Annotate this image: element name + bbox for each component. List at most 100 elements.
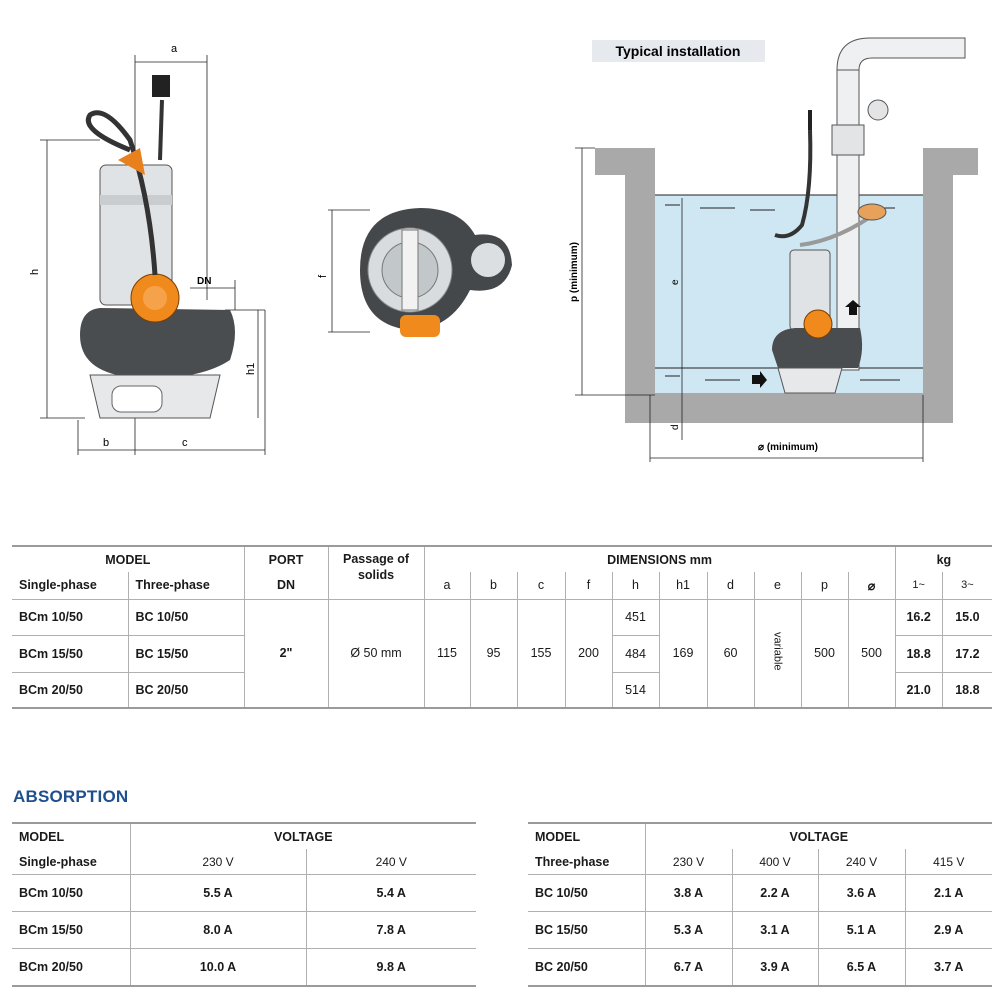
weight-single: 18.8	[894, 634, 943, 672]
table-row: BC 20/50 6.7 A 3.9 A 6.5 A 3.7 A	[528, 948, 993, 986]
table-row: BCm 10/50 5.5 A 5.4 A	[12, 874, 477, 912]
current-value: 6.7 A	[644, 948, 732, 986]
dim-h: 451	[611, 598, 660, 635]
header-col-a: a	[423, 572, 471, 599]
header-voltage-value: 230 V	[644, 849, 732, 875]
current-value: 3.9 A	[731, 948, 818, 986]
absorption-three-phase-table: MODEL VOLTAGE Three-phase 230 V 400 V 24…	[528, 822, 993, 987]
current-value: 10.0 A	[129, 948, 306, 986]
model-name: BCm 10/50	[12, 874, 130, 912]
model-name: BC 20/50	[528, 948, 645, 986]
dim-label-f: f	[317, 274, 329, 278]
table-row: BC 10/50 3.8 A 2.2 A 3.6 A 2.1 A	[528, 874, 993, 912]
dim-label-p: p (minimum)	[569, 242, 580, 302]
header-col-h: h	[611, 572, 660, 599]
header-voltage: VOLTAGE	[644, 823, 993, 849]
header-col-p: p	[800, 572, 849, 599]
passage-value: Ø 50 mm	[327, 598, 425, 708]
current-value: 6.5 A	[817, 948, 905, 986]
current-value: 5.4 A	[305, 874, 477, 912]
header-kg-three: 3~	[941, 572, 993, 599]
current-value: 2.2 A	[731, 874, 818, 912]
model-single: BCm 20/50	[12, 671, 128, 708]
dim-e: variable	[771, 632, 784, 672]
installation-drawing: Typical installation p (minimum) e d ⌀ (…	[569, 37, 978, 462]
header-voltage-value: 415 V	[904, 849, 993, 875]
dim-label-dn: DN	[197, 276, 211, 287]
model-name: BCm 15/50	[12, 911, 130, 949]
header-col-h1: h1	[658, 572, 708, 599]
header-col-diameter: ⌀	[847, 572, 896, 599]
header-voltage-value: 400 V	[731, 849, 818, 875]
table-row: BCm 20/50 BC 20/50 514 21.0 18.8	[12, 671, 993, 708]
header-dimensions: DIMENSIONS mm	[423, 546, 896, 572]
model-name: BC 10/50	[528, 874, 645, 912]
table-row: BCm 20/50 10.0 A 9.8 A	[12, 948, 477, 986]
dim-label-h: h	[29, 269, 41, 275]
model-single: BCm 10/50	[12, 598, 128, 635]
current-value: 7.8 A	[305, 911, 477, 949]
dim-diameter: 500	[847, 598, 896, 708]
header-col-f: f	[564, 572, 613, 599]
current-value: 9.8 A	[305, 948, 477, 986]
header-kg: kg	[894, 546, 993, 572]
dim-label-h1: h1	[245, 363, 257, 375]
current-value: 5.1 A	[817, 911, 905, 949]
header-col-c: c	[516, 572, 566, 599]
header-port: PORT	[243, 546, 329, 572]
dim-label-a: a	[171, 43, 178, 55]
table-row: BC 15/50 5.3 A 3.1 A 5.1 A 2.9 A	[528, 911, 993, 949]
current-value: 3.8 A	[644, 874, 732, 912]
table-row: BCm 15/50 8.0 A 7.8 A	[12, 911, 477, 949]
dim-label-b: b	[103, 437, 109, 449]
weight-single: 16.2	[894, 598, 943, 635]
current-value: 2.9 A	[904, 911, 993, 949]
dim-p: 500	[800, 598, 849, 708]
model-name: BC 15/50	[528, 911, 645, 949]
current-value: 5.5 A	[129, 874, 306, 912]
header-voltage: VOLTAGE	[129, 823, 477, 849]
header-port-dn: DN	[243, 572, 329, 599]
current-value: 2.1 A	[904, 874, 993, 912]
weight-single: 21.0	[894, 671, 943, 708]
absorption-title: ABSORPTION	[13, 787, 129, 806]
absorption-single-phase-table: MODEL VOLTAGE Single-phase 230 V 240 V B…	[12, 822, 477, 987]
dim-a: 115	[423, 598, 471, 708]
table-row: BCm 15/50 BC 15/50 484 18.8 17.2	[12, 634, 993, 672]
model-name: BCm 20/50	[12, 948, 130, 986]
header-kg-single: 1~	[894, 572, 943, 599]
header-passage: Passage of solids	[327, 546, 425, 599]
header-model: MODEL	[19, 829, 65, 844]
dim-f: 200	[564, 598, 613, 708]
dim-label-width: ⌀ (minimum)	[758, 442, 818, 453]
model-three: BC 10/50	[127, 598, 245, 635]
header-three-phase: Three-phase	[127, 572, 245, 599]
model-three: BC 20/50	[127, 671, 245, 708]
dim-b: 95	[469, 598, 518, 708]
dim-d: 60	[706, 598, 755, 708]
current-value: 5.3 A	[644, 911, 732, 949]
header-phase: Single-phase	[19, 854, 97, 869]
dim-c: 155	[516, 598, 566, 708]
dim-h1: 169	[658, 598, 708, 708]
installation-title: Typical installation	[616, 43, 741, 59]
header-model: MODEL	[105, 552, 151, 567]
weight-three: 17.2	[941, 634, 993, 672]
current-value: 3.1 A	[731, 911, 818, 949]
dim-label-e: e	[670, 279, 681, 285]
current-value: 3.6 A	[817, 874, 905, 912]
current-value: 8.0 A	[129, 911, 306, 949]
dim-h: 514	[611, 671, 660, 708]
model-three: BC 15/50	[127, 634, 245, 672]
dim-label-c: c	[182, 437, 188, 449]
header-single-phase: Single-phase	[19, 578, 97, 593]
header-phase: Three-phase	[535, 854, 610, 869]
port-value: 2"	[243, 598, 329, 708]
current-value: 3.7 A	[904, 948, 993, 986]
header-col-b: b	[469, 572, 518, 599]
header-voltage-value: 240 V	[305, 849, 477, 875]
header-col-e: e	[753, 572, 802, 599]
header-voltage-value: 230 V	[129, 849, 306, 875]
pump-side-drawing: a h DN h1 b c	[29, 43, 266, 455]
weight-three: 18.8	[941, 671, 993, 708]
